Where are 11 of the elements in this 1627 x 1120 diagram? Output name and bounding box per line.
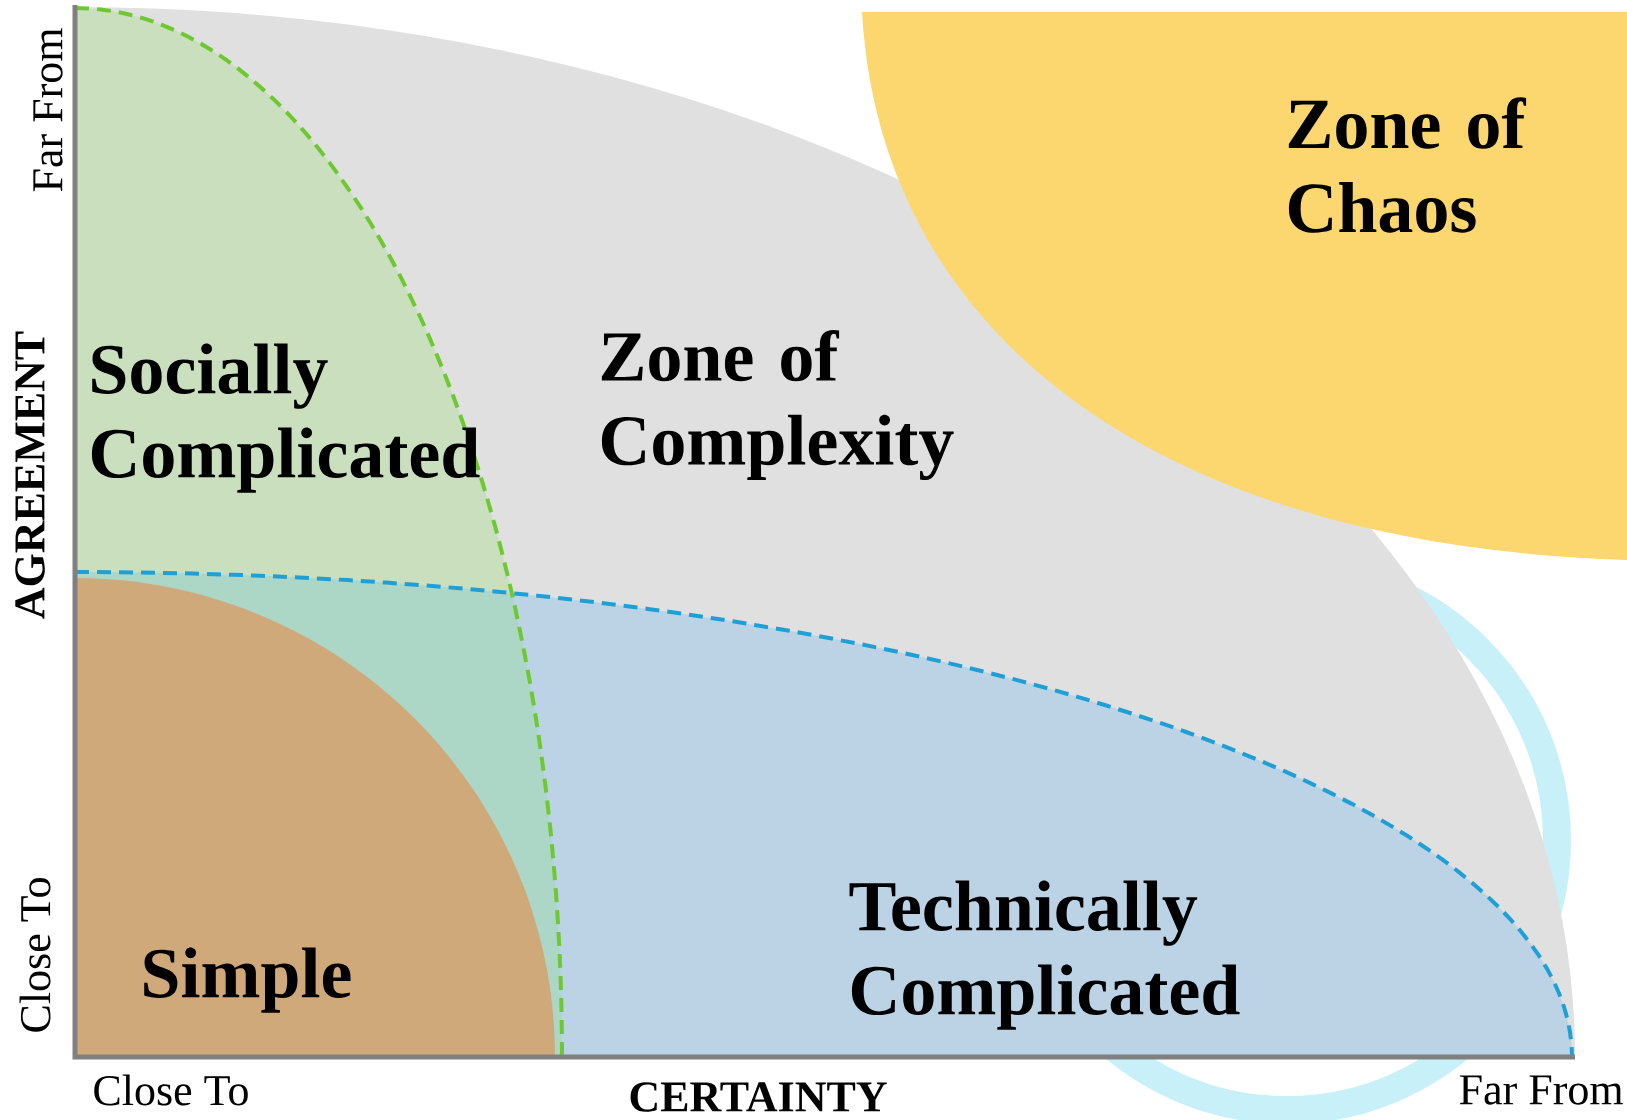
axis-label: Close To xyxy=(94,1074,248,1106)
zone-label: Zone of Chaos xyxy=(1288,97,1527,233)
zone-label: Zone of Complexity xyxy=(601,329,954,481)
zone-label: Technically Complicated xyxy=(849,880,1240,1030)
zone-label: Socially Complicated xyxy=(91,343,480,493)
axis-label: AGREEMENT xyxy=(15,331,45,619)
axis-label: Close To xyxy=(19,878,51,1032)
axis-label: CERTAINTY xyxy=(630,1082,887,1112)
axis-label: Far From xyxy=(1459,1075,1623,1105)
zone-label: Simple xyxy=(144,947,351,1013)
axis-label: Far From xyxy=(33,28,63,192)
